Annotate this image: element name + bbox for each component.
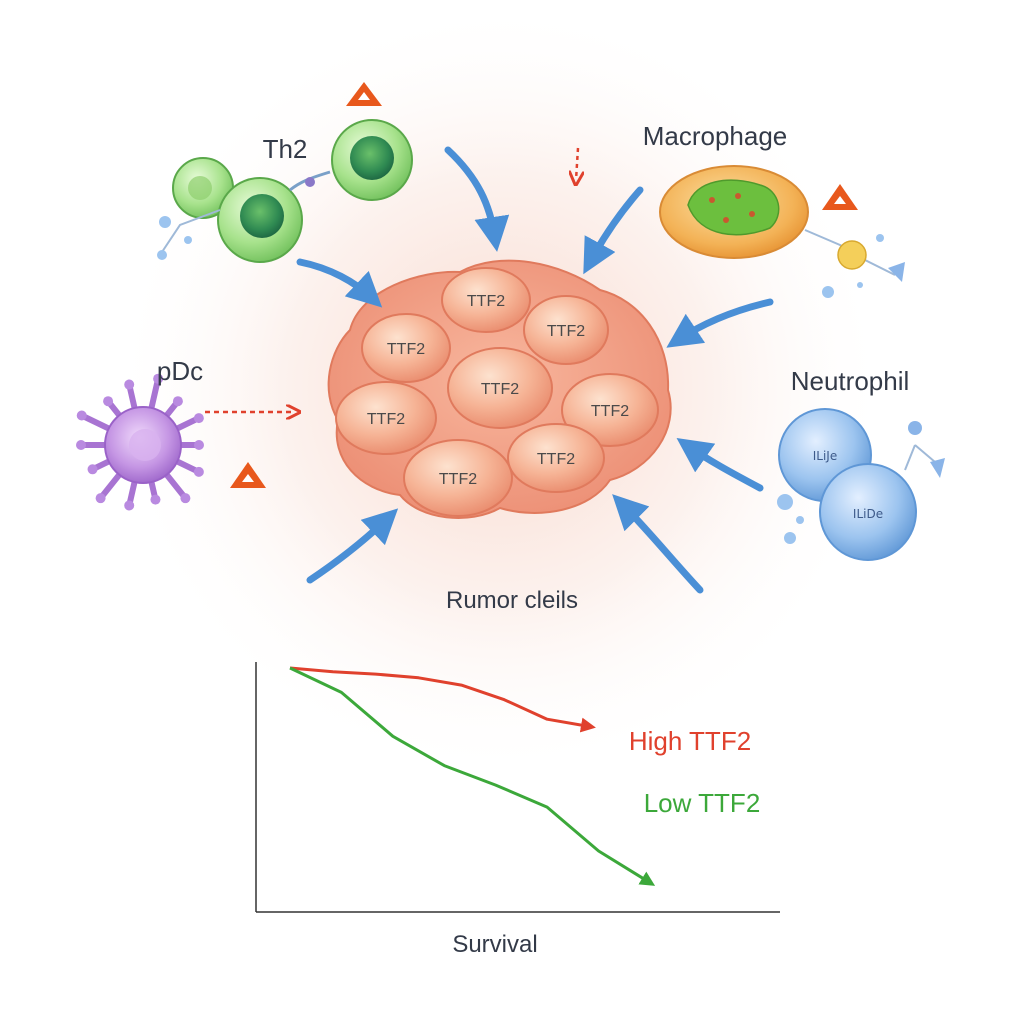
- tumor-cell: [361, 313, 451, 383]
- pdc-spike-tip: [76, 410, 87, 421]
- tumor-cell-label: TTF2: [439, 471, 477, 488]
- pdc-spike-tip: [193, 466, 204, 477]
- arrow-from-bottom-right: [612, 494, 704, 594]
- tumor-label: Rumor cleils: [446, 587, 578, 614]
- tumor-cell: [507, 423, 605, 493]
- macrophage-granule-1: [709, 197, 715, 203]
- pdc-spike-tip: [95, 493, 106, 504]
- macrophage-cytokine: [837, 240, 867, 270]
- arrow-from-th2: [296, 258, 383, 308]
- neutrophil-cell-front-label: ILiDe: [853, 507, 883, 521]
- inflow-arrows: [205, 146, 774, 594]
- macrophage-droplet-3: [857, 282, 863, 288]
- neutrophil-tail: [904, 444, 936, 471]
- pdc-spike-tip: [153, 373, 164, 384]
- legend-low: Low TTF2: [644, 788, 761, 818]
- pdc-spike-tip: [194, 440, 204, 450]
- neutrophil-label: Neutrophil: [791, 366, 910, 396]
- arrow-from-th2-top: [444, 146, 510, 252]
- chart-x-label: Survival: [452, 931, 537, 958]
- tumor-cell-label: TTF2: [591, 403, 629, 420]
- pdc-spike-tip: [87, 464, 98, 475]
- tumor-cell-label: TTF2: [387, 341, 425, 358]
- macrophage-granule-2: [735, 193, 741, 199]
- th2-cells: [157, 119, 413, 263]
- tumor-cell-label: TTF2: [367, 411, 405, 428]
- tumor-cell-label: TTF2: [481, 381, 519, 398]
- th2-cell-small-nucleus: [188, 176, 212, 200]
- neutrophil-cells: ILiJe ILiDe: [777, 408, 945, 561]
- th2-droplet-2: [157, 250, 167, 260]
- warning-icon: [346, 82, 382, 106]
- legend-high: High TTF2: [629, 726, 751, 756]
- arrow-down-small: [576, 147, 578, 180]
- tumor-cell: [441, 267, 531, 333]
- macrophage-receptor: [888, 262, 905, 282]
- macrophage-label: Macrophage: [643, 121, 788, 151]
- warning-icon: [822, 184, 858, 210]
- pdc-spike-tip: [180, 493, 191, 504]
- tumor-cell: [523, 295, 609, 365]
- neutrophil-droplet-3: [784, 532, 796, 544]
- th2-droplet-3: [184, 236, 192, 244]
- pdc-spike-tip: [193, 413, 204, 424]
- neutrophil-droplet-2: [777, 494, 793, 510]
- tumor-cell-label: TTF2: [537, 451, 575, 468]
- th2-cell-main-nucleus: [240, 194, 284, 238]
- neutrophil-droplet-1: [908, 421, 922, 435]
- series-line-low: [289, 666, 656, 886]
- pdc-spike-tip: [150, 494, 161, 505]
- macrophage-droplet-2: [876, 234, 884, 242]
- pdc-spike-tip: [172, 396, 183, 407]
- macrophage-droplet-1: [822, 286, 834, 298]
- macrophage-granule-4: [723, 217, 729, 223]
- tumor-cell: [561, 373, 659, 447]
- pdc-spike-tip: [124, 379, 135, 390]
- macrophage-granule-3: [749, 211, 755, 217]
- macrophage-nucleus: [687, 179, 780, 236]
- th2-droplet-1: [159, 216, 171, 228]
- tumor-cell: [403, 439, 513, 517]
- pdc-spike-tip: [76, 440, 86, 450]
- pdc-cell: [76, 373, 204, 511]
- warning-icon: [230, 462, 266, 488]
- macrophage-cell: [659, 165, 905, 298]
- neutrophil-cell-front: [819, 463, 917, 561]
- tumor-cell-label: TTF2: [467, 293, 505, 310]
- pdc-nucleus: [129, 429, 161, 461]
- pdc-label: pDc: [157, 356, 203, 386]
- arrow-from-neutrophil: [676, 437, 764, 492]
- neutrophil-cell-back-label: ILiJe: [813, 449, 837, 463]
- series-line-high: [289, 666, 596, 733]
- pdc-spike-tip: [103, 396, 114, 407]
- th2-molecule: [305, 177, 315, 187]
- arrow-from-right: [666, 298, 774, 348]
- tumor-cell: [335, 381, 437, 455]
- th2-label: Th2: [263, 134, 308, 164]
- tumor-cell: [447, 347, 553, 429]
- th2-cell-right-nucleus: [350, 136, 394, 180]
- neutrophil-receptor: [930, 458, 945, 478]
- neutrophil-droplet-4: [796, 516, 804, 524]
- th2-tail: [159, 209, 221, 256]
- arrow-from-bottom-left: [306, 508, 399, 584]
- arrow-from-macrophage: [583, 186, 644, 275]
- tumor-cell-label: TTF2: [547, 323, 585, 340]
- pdc-spike-tip: [124, 500, 135, 511]
